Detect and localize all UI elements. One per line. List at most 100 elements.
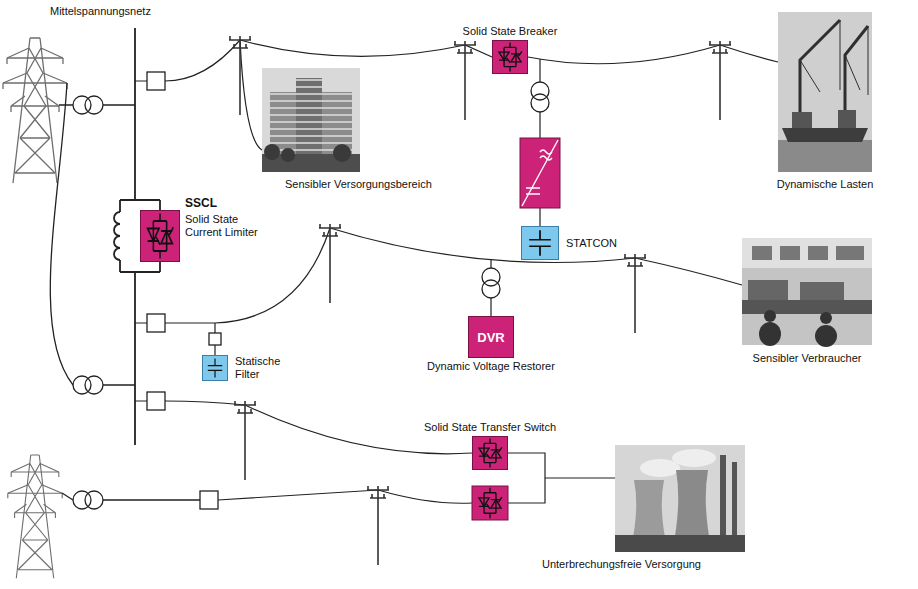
- overhead-lines: [135, 401, 472, 454]
- network-label: Mittelspannungsnetz: [48, 5, 153, 18]
- feeder-breakers: [147, 72, 221, 509]
- crane-ship-photo: [782, 128, 868, 142]
- thyristor-symbol: [141, 211, 179, 261]
- building-photo: [296, 78, 322, 154]
- control-room-photo: [742, 238, 872, 268]
- device-label: Dynamic Voltage Restorer: [427, 360, 555, 373]
- building-photo: [333, 144, 351, 162]
- overhead-lines: [240, 40, 262, 150]
- building-photo: [296, 78, 322, 154]
- overhead-lines: [135, 40, 778, 503]
- supply-lines: [62, 493, 200, 500]
- pylon-bottom: [8, 455, 62, 578]
- control-room-photo: [759, 322, 781, 346]
- transfer-switch-thyristor: [479, 488, 502, 519]
- control-room-photo: [780, 246, 800, 260]
- wooden-poles: [709, 41, 731, 120]
- capacitor-symbol: [522, 227, 558, 259]
- feeder-breakers: [200, 491, 218, 509]
- device-label: STATCON: [566, 237, 617, 250]
- overhead-lines: [508, 453, 615, 503]
- device-abbreviation: SSCL: [185, 197, 217, 210]
- dvr-box: DVRDynamic Voltage Restorer: [468, 316, 514, 358]
- device-label: Solid State Transfer Switch: [424, 421, 556, 434]
- overhead-lines: [135, 40, 240, 81]
- control-room-photo: [820, 312, 832, 324]
- filter-box: Statische Filter: [202, 355, 228, 381]
- transfer-switch-thyristor: [472, 486, 508, 520]
- supply-lines: [50, 83, 135, 385]
- control-room-photo: [742, 238, 872, 345]
- wooden-poles: [229, 36, 251, 115]
- control-room-photo: [742, 238, 872, 347]
- feeder-breakers: [147, 314, 165, 332]
- building-photo: [264, 144, 280, 160]
- control-room-photo: [764, 310, 776, 322]
- control-room-photo: [836, 246, 864, 260]
- device-label: Solid State Breaker: [463, 25, 558, 38]
- building-photo: [281, 148, 295, 162]
- control-room-photo: [815, 325, 837, 347]
- crane-ship-photo: [778, 12, 872, 172]
- wooden-poles: [234, 401, 256, 480]
- statcon-converter: [540, 150, 552, 160]
- power-plant-photo: [615, 535, 745, 552]
- busbar: [114, 212, 120, 260]
- crane-ship-photo: [800, 20, 868, 128]
- feeder-breakers: [209, 333, 221, 345]
- crane-ship-photo: [800, 20, 868, 95]
- overhead-lines: [490, 259, 491, 316]
- control-room-photo: [800, 282, 844, 300]
- capacitor-box: STATCON: [521, 226, 559, 260]
- crane-ship-photo: [792, 112, 812, 128]
- building-photo: [262, 68, 360, 172]
- photo-caption: Unterbrechungsfreie Versorgung: [540, 558, 703, 571]
- statcon-converter: [526, 188, 540, 194]
- pylon-bottom: [8, 455, 62, 578]
- overhead-lines: [528, 45, 778, 64]
- thyristor-symbol: [473, 437, 507, 469]
- control-room-photo: [752, 246, 772, 260]
- crane-ship-photo: [838, 110, 856, 128]
- device-abbreviation: DVR: [477, 331, 504, 344]
- wooden-poles: [229, 36, 731, 565]
- wooden-poles: [367, 486, 389, 565]
- building-photo: [262, 68, 360, 172]
- thyristor-symbol: [148, 214, 174, 259]
- feeder-breakers: [147, 72, 165, 90]
- capacitor-symbol: [203, 356, 227, 380]
- pylon-top: [3, 38, 67, 183]
- transformer-symbols: [85, 96, 103, 114]
- breaker-box: Solid State Breaker: [492, 40, 528, 74]
- device-label: Statische Filter: [235, 355, 297, 381]
- photo-caption: Sensibler Versorgungsbereich: [283, 178, 434, 191]
- control-room-photo: [742, 300, 872, 314]
- power-plant-photo: [672, 449, 716, 467]
- thyristor-symbol: [479, 439, 502, 468]
- overhead-lines: [218, 490, 472, 503]
- supply-lines: [50, 83, 200, 500]
- control-room-photo: [748, 280, 788, 300]
- wooden-poles: [454, 41, 476, 120]
- overhead-lines: [214, 323, 215, 355]
- wooden-poles: [624, 254, 646, 333]
- current-limiter-box: SSCLSolid State Current Limiter: [140, 210, 180, 262]
- device-label: Solid State Current Limiter: [185, 213, 275, 239]
- power-plant-photo: [615, 445, 745, 552]
- transfer-switch-box: Solid State Transfer Switch: [472, 436, 508, 470]
- power-plant-photo: [615, 445, 745, 552]
- transfer-switch-thyristor: [472, 486, 508, 520]
- statcon-converter: [522, 140, 558, 206]
- thyristor-symbol: [493, 41, 527, 73]
- pylon-top: [3, 38, 67, 183]
- capacitor-symbol: [529, 230, 551, 256]
- transformer-symbols: [85, 376, 103, 394]
- supply-lines: [59, 104, 135, 105]
- statcon-converter: [520, 138, 560, 208]
- transformer-symbols: [85, 491, 103, 509]
- crane-ship-photo: [778, 140, 872, 172]
- crane-ship-photo: [778, 12, 872, 172]
- capacitor-symbol: [208, 358, 222, 377]
